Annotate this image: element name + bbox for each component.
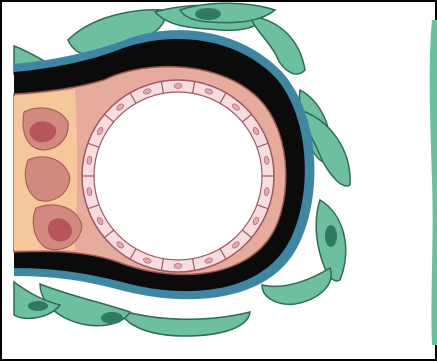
epithelial-nucleus <box>174 84 182 89</box>
lumen-interior <box>94 92 262 260</box>
outer-nucleus <box>101 312 123 324</box>
outer-nucleus <box>195 8 221 20</box>
left-stalk-tissue <box>14 90 82 250</box>
epithelial-nucleus <box>174 264 182 269</box>
outer-nucleus <box>325 225 337 247</box>
outer-nucleus <box>28 301 48 311</box>
